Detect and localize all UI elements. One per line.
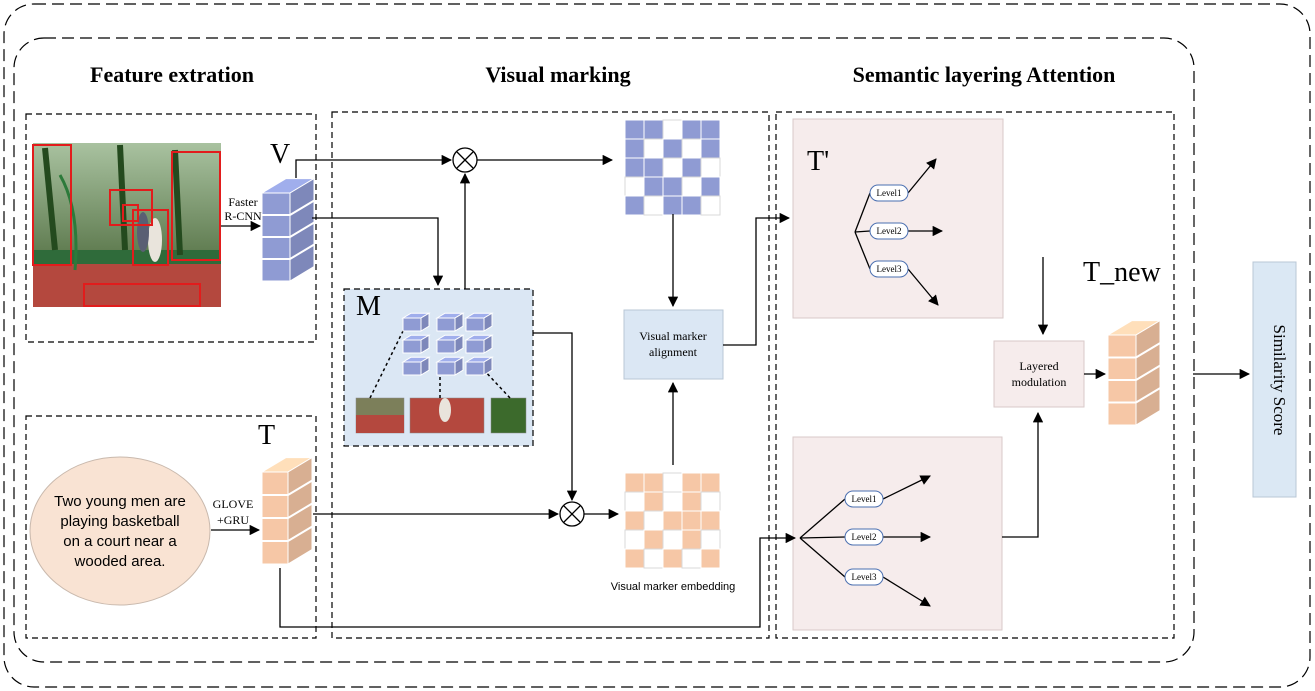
caption-bubble: Two young men are playing basketball on … bbox=[29, 456, 211, 606]
level-pill: Level2 bbox=[844, 528, 884, 546]
visual-marking-box bbox=[331, 111, 770, 639]
region-cube bbox=[401, 356, 431, 376]
region-cube bbox=[435, 312, 465, 332]
region-cube bbox=[401, 312, 431, 332]
basketball-photo bbox=[32, 143, 221, 307]
text-feature-stack bbox=[260, 456, 314, 565]
similarity-score-label: Similarity Score bbox=[1270, 325, 1289, 436]
region-cube bbox=[401, 334, 431, 354]
semantic-layering-box bbox=[775, 111, 1175, 639]
label-t-new: T_new bbox=[1083, 257, 1162, 288]
multiply-operator-top bbox=[452, 147, 478, 173]
feature-text-box bbox=[25, 415, 317, 639]
feature-visual-box bbox=[25, 113, 317, 343]
level-label: Level3 bbox=[852, 572, 877, 582]
alignment-label-2: alignment bbox=[649, 345, 698, 359]
layered-label-1: Layered bbox=[1019, 359, 1058, 373]
similarity-score-box bbox=[1252, 261, 1297, 498]
visual-attention-grid bbox=[624, 119, 721, 216]
connector-arrows bbox=[279, 154, 1251, 628]
level-pill: Level3 bbox=[869, 260, 909, 278]
semantic-panel-text bbox=[792, 436, 1003, 631]
t-new-feature-stack bbox=[1106, 319, 1162, 426]
region-cube bbox=[464, 356, 494, 376]
semantic-panel-visual bbox=[792, 118, 1004, 319]
level-pill: Level1 bbox=[869, 184, 909, 202]
label-faster-rcnn-1: Faster bbox=[228, 195, 257, 209]
multiply-operator-bottom bbox=[559, 501, 585, 527]
level-label: Level1 bbox=[877, 188, 902, 198]
level-pill: Level3 bbox=[844, 568, 884, 586]
region-cube bbox=[464, 312, 494, 332]
level-label: Level3 bbox=[877, 264, 902, 274]
caption-line-4: wooded area. bbox=[74, 553, 166, 570]
region-cube bbox=[435, 356, 465, 376]
inner-frame bbox=[13, 37, 1195, 663]
level-pill: Level2 bbox=[869, 222, 909, 240]
label-t: T bbox=[258, 420, 275, 451]
label-glove-2: +GRU bbox=[217, 513, 249, 527]
label-faster-rcnn-2: R-CNN bbox=[224, 209, 262, 223]
caption-line-2: playing basketball bbox=[60, 513, 179, 530]
label-m: M bbox=[356, 291, 381, 322]
grid-group bbox=[624, 119, 721, 569]
label-t-prime: T' bbox=[807, 146, 829, 177]
section-title-visual-marking: Visual marking bbox=[485, 62, 630, 87]
alignment-label-1: Visual marker bbox=[639, 329, 707, 343]
region-cube bbox=[464, 334, 494, 354]
section-title-semantic: Semantic layering Attention bbox=[853, 62, 1116, 87]
visual-marker-embedding-grid bbox=[624, 472, 721, 569]
visual-feature-stack bbox=[260, 177, 316, 282]
level-label: Level1 bbox=[852, 494, 877, 504]
label-glove-1: GLOVE bbox=[213, 497, 254, 511]
section-title-feature: Feature extration bbox=[90, 62, 254, 87]
caption-line-3: on a court near a bbox=[63, 533, 177, 550]
level-label: Level2 bbox=[877, 226, 902, 236]
layered-label-2: modulation bbox=[1012, 375, 1067, 389]
caption-line-1: Two young men are bbox=[54, 493, 186, 510]
layered-modulation-box bbox=[993, 340, 1085, 408]
region-crop-3 bbox=[490, 397, 527, 434]
outer-frame bbox=[3, 3, 1311, 688]
label-v: V bbox=[270, 139, 290, 170]
level-label: Level2 bbox=[852, 532, 877, 542]
region-cube bbox=[435, 334, 465, 354]
level-pill: Level1 bbox=[844, 490, 884, 508]
embedding-label: Visual marker embedding bbox=[611, 581, 736, 593]
